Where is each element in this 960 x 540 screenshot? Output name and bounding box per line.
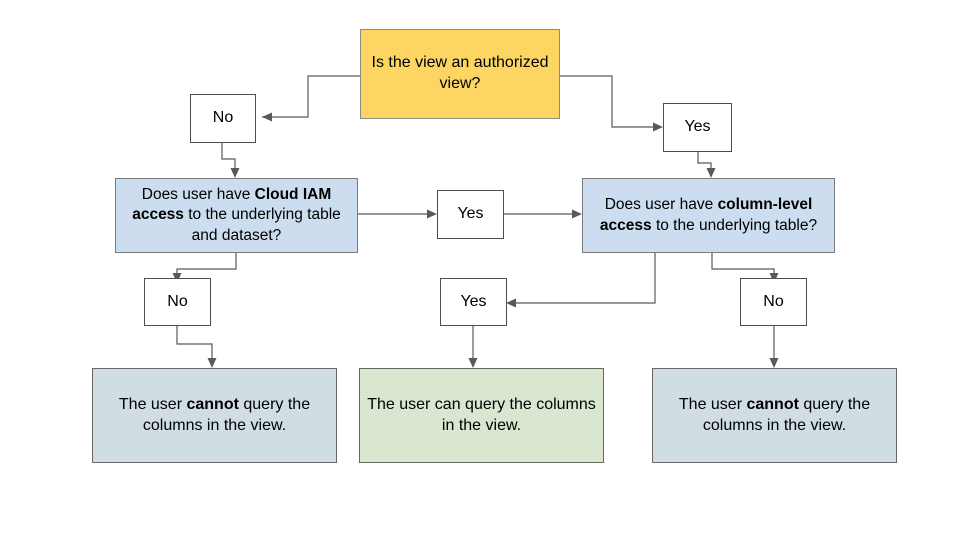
- start-node-authorized-view[interactable]: Is the view an authorized view?: [360, 29, 560, 119]
- deny-left-bold: cannot: [186, 395, 239, 413]
- terminal-deny-right[interactable]: The user cannot query the columns in the…: [652, 368, 897, 463]
- decision-iam-pre: Does user have: [141, 186, 255, 204]
- arrowhead-yes-top: [653, 122, 663, 132]
- label-no-right[interactable]: No: [740, 278, 807, 326]
- connector-start-to-no-top: [262, 75, 360, 118]
- label-no-left-text: No: [167, 292, 188, 310]
- decision-column-pre: Does user have: [604, 196, 718, 214]
- start-node-text: Is the view an authorized view?: [371, 54, 549, 92]
- connector-yes-top-to-column: [697, 152, 712, 172]
- terminal-allow-middle[interactable]: The user can query the columns in the vi…: [359, 368, 604, 463]
- label-yes-top-text: Yes: [684, 118, 711, 136]
- label-yes-middle[interactable]: Yes: [437, 190, 504, 239]
- label-yes-middle-text: Yes: [457, 205, 484, 223]
- arrowhead-no-top: [262, 112, 272, 122]
- decision-column-bold: column-level access: [599, 196, 813, 234]
- label-no-left[interactable]: No: [144, 278, 211, 326]
- decision-iam-post: to the underlying table and dataset?: [183, 206, 341, 244]
- arrowhead-yes-middle: [427, 209, 437, 219]
- deny-left-post: query the columns in the view.: [142, 395, 311, 434]
- terminal-deny-right-text: The user cannot query the columns in the…: [653, 395, 896, 437]
- deny-right-post: query the columns in the view.: [702, 395, 871, 434]
- arrowhead-column-left: [572, 209, 582, 219]
- label-no-right-text: No: [763, 292, 784, 310]
- decision-node-column-level-access[interactable]: Does user have column-level access to th…: [582, 178, 835, 253]
- arrowhead-iam-top: [230, 168, 240, 178]
- decision-node-cloud-iam-text: Does user have Cloud IAM access to the u…: [116, 185, 357, 245]
- decision-column-post: to the underlying table?: [651, 216, 818, 234]
- arrowhead-allow-middle: [468, 358, 478, 368]
- label-yes-top[interactable]: Yes: [663, 103, 732, 152]
- decision-node-column-level-text: Does user have column-level access to th…: [583, 195, 834, 235]
- decision-node-cloud-iam-access[interactable]: Does user have Cloud IAM access to the u…: [115, 178, 358, 253]
- terminal-deny-left[interactable]: The user cannot query the columns in the…: [92, 368, 337, 463]
- arrowhead-column-top: [706, 168, 716, 178]
- deny-right-bold: cannot: [746, 395, 799, 413]
- label-no-top[interactable]: No: [190, 94, 256, 143]
- connector-no-left-to-deny-left: [176, 326, 213, 362]
- label-yes-bottom[interactable]: Yes: [440, 278, 507, 326]
- arrowhead-deny-right: [769, 358, 779, 368]
- arrowhead-deny-left: [207, 358, 217, 368]
- terminal-deny-left-text: The user cannot query the columns in the…: [93, 395, 336, 437]
- label-no-top-text: No: [212, 109, 234, 127]
- connector-start-to-yes-top: [560, 75, 657, 128]
- connector-no-top-to-iam: [221, 143, 236, 172]
- label-yes-bottom-text: Yes: [460, 292, 487, 310]
- decision-iam-bold: Cloud IAM access: [132, 186, 332, 224]
- connector-iam-to-no-left: [176, 253, 237, 277]
- arrowhead-yes-bottom: [506, 298, 516, 308]
- connector-column-to-yes-bottom: [512, 253, 656, 304]
- connector-column-to-no-right: [711, 253, 775, 277]
- deny-right-pre: The user: [678, 395, 747, 413]
- terminal-allow-middle-text: The user can query the columns in the vi…: [367, 395, 596, 434]
- deny-left-pre: The user: [118, 395, 187, 413]
